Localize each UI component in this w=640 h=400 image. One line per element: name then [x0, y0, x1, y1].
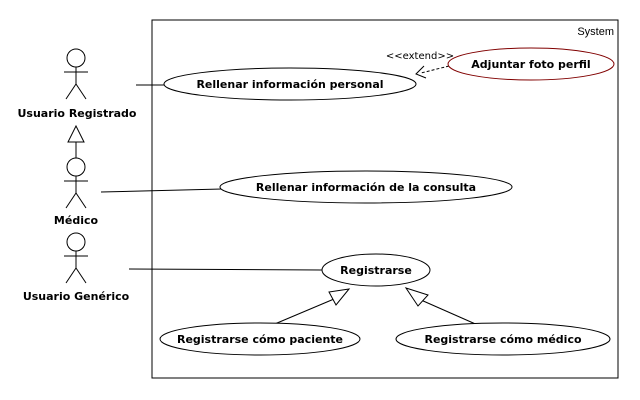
generalization-medico-registrarse [404, 287, 481, 327]
use-case-registrarse-paciente[interactable]: Registrarse cómo paciente [159, 322, 361, 356]
stick-figure-icon [64, 157, 88, 209]
generalization-paciente-registrarse [269, 288, 351, 327]
use-case-rellenar-consulta[interactable]: Rellenar información de la consulta [219, 170, 513, 204]
use-case-label: Registrarse [340, 264, 412, 277]
extend-dependency [415, 65, 450, 79]
use-case-label: Adjuntar foto perfil [471, 58, 590, 71]
use-case-label: Rellenar información personal [196, 78, 383, 91]
actor-medico[interactable]: Médico [54, 157, 99, 227]
system-label: System [577, 26, 614, 38]
use-case-registrarse[interactable]: Registrarse [321, 253, 431, 287]
use-case-label: Registrarse cómo médico [424, 333, 582, 346]
actor-label: Usuario Registrado [18, 107, 137, 120]
actor-usuario-registrado[interactable]: Usuario Registrado [18, 48, 137, 120]
actor-label: Médico [54, 214, 99, 227]
actor-label: Usuario Genérico [23, 290, 130, 303]
generalization-medico-registrado [67, 124, 85, 158]
use-case-label: Registrarse cómo paciente [177, 333, 343, 346]
association-medico-consulta [100, 188, 223, 193]
extend-stereotype-label: <<extend>> [386, 51, 454, 62]
stick-figure-icon [64, 48, 88, 100]
stick-figure-icon [64, 232, 88, 284]
use-case-registrarse-medico[interactable]: Registrarse cómo médico [395, 322, 611, 356]
use-case-adjuntar-foto[interactable]: Adjuntar foto perfil [447, 47, 615, 81]
use-case-label: Rellenar información de la consulta [256, 181, 476, 194]
association-generico-registrarse [128, 268, 323, 271]
use-case-rellenar-personal[interactable]: Rellenar información personal [163, 67, 417, 101]
actor-usuario-generico[interactable]: Usuario Genérico [23, 232, 130, 303]
